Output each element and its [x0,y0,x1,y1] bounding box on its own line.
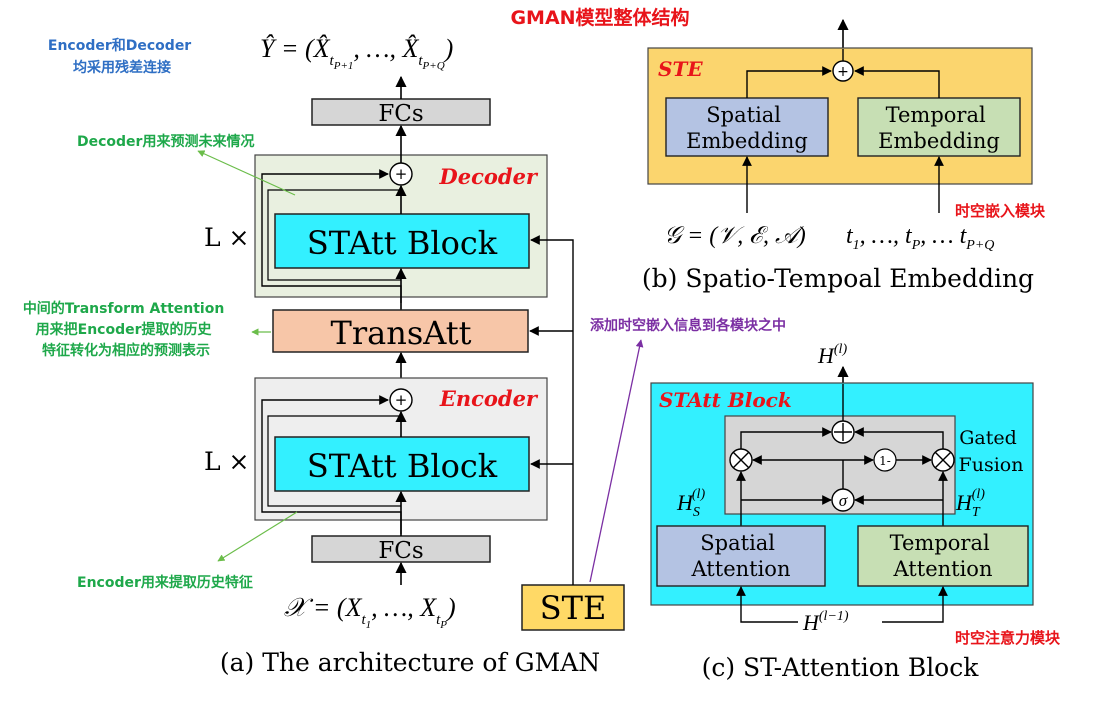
decoder-label: Decoder [439,164,539,189]
input-label: H(l−1) [802,609,849,635]
l-times-top: L × [204,223,250,252]
output-formula: Ŷ = (X̂tP+1, …, X̂tP+Q) [260,34,453,72]
note-residual-line-2: 均采用残差连接 [73,59,171,76]
times-left-b [732,451,750,469]
fcs-bottom-label: FCs [378,538,423,564]
gated-fusion-line-2: Fusion [959,454,1024,476]
spatial-embedding-box [665,97,829,157]
caption-c: (c) ST-Attention Block [702,653,980,682]
spatial-attention-line-1: Spatial [700,531,775,555]
temporal-embedding-box [857,97,1021,157]
decoder-residual-inner [267,189,401,281]
ht-label: HT(l) [955,487,985,520]
transatt-label: TransAtt [330,314,471,352]
panel-a-architecture: Encoder和Decoder 均采用残差连接 Ŷ = (X̂tP+1, …, … [23,34,625,677]
temporal-attention-line-2: Attention [893,557,993,581]
encoder-residual-inner [267,415,401,507]
note-residual-line-1: Encoder和Decoder [48,38,191,54]
encoder-note-pointer [217,511,298,562]
temporal-embedding-label: Temporal Embedding [878,103,1000,153]
spatial-embedding-line-2: Embedding [686,129,808,153]
note-residual: Encoder和Decoder 均采用残差连接 [48,38,196,76]
temporal-attention-label: Temporal Attention [890,531,997,581]
fcs-top-label: FCs [378,101,423,127]
input-formula: 𝒳 = (Xt1, …, XtP) [284,593,456,631]
sigma-label: σ [839,491,848,510]
one-minus-label: 1- [879,454,891,468]
spatial-attention-box [656,525,826,587]
statt-block-top-box [274,213,530,269]
temporal-attention-box [857,525,1029,587]
note-embed: 时空嵌入模块 [955,202,1046,220]
temporal-embedding-line-2: Embedding [878,129,1000,153]
ste-plus-sign: + [837,64,849,80]
note-add-pointer [589,339,644,583]
spatial-embedding-label: Spatial Embedding [686,103,808,153]
ste-feed-decoder [530,235,574,585]
encoder-label: Encoder [439,386,539,411]
spatial-to-plus [746,66,832,98]
graph-formula: 𝒢 = (𝒱, ℰ, 𝒜) [664,223,806,249]
hs-label: HS(l) [676,487,705,520]
temporal-embedding-line-1: Temporal [886,103,986,127]
decoder-note: Decoder用来预测未来情况 [77,133,254,150]
diagram-title: GMAN模型整体结构 [510,6,689,29]
statt-block-top-label: STAtt Block [307,224,498,262]
ste-label: STE [540,589,607,627]
transatt-note-line-3: 特征转化为相应的预测表示 [42,342,210,359]
temporal-attention-line-1: Temporal [890,531,990,555]
decoder-note-pointer [197,150,296,196]
fcs-top-box [311,98,491,126]
statt-block-bottom-label: STAtt Block [307,447,498,485]
times-right-b [934,451,952,469]
time-formula: t1, …, tP, … tP+Q [846,223,994,253]
times-right-to-plus [854,427,944,449]
spatial-attention-line-2: Attention [691,557,791,581]
times-left-to-plus [740,427,832,449]
temporal-to-plus [854,66,940,98]
ste-panel-label: STE [658,57,703,81]
note-add-embedding: 添加时空嵌入信息到各模块之中 [590,317,786,334]
transatt-note-line-1: 中间的Transform Attention [23,300,225,317]
gated-fusion-label: Gated Fusion [959,427,1024,476]
fcs-bottom-box [311,535,491,563]
input-label-bg [798,606,882,632]
encoder-note: Encoder用来提取历史特征 [77,574,253,591]
caption-a: (a) The architecture of GMAN [220,648,600,677]
spatial-embedding-line-1: Spatial [706,103,781,127]
decoder-plus-sign: + [395,165,408,183]
spatial-attention-label: Spatial Attention [691,531,791,581]
panel-c-statt: 添加时空嵌入信息到各模块之中 H(l) STAtt Block Gated Fu… [589,317,1061,682]
statt-output-label: H(l) [817,342,847,368]
statt-panel-label: STAtt Block [659,388,792,412]
panel-b-ste: STE + Spatial Embedding Temporal Embeddi… [642,18,1046,293]
note-attention: 时空注意力模块 [955,629,1061,647]
caption-b: (b) Spatio-Tempoal Embedding [642,264,1034,293]
encoder-plus-sign: + [395,391,408,409]
gated-fusion-line-1: Gated [959,427,1017,449]
transatt-note: 中间的Transform Attention 用来把Encoder提取的历史 特… [23,300,229,359]
transatt-note-line-2: 用来把Encoder提取的历史 [36,321,213,338]
ste-box [521,584,625,631]
transatt-box [272,309,529,353]
l-times-bottom: L × [204,447,250,476]
